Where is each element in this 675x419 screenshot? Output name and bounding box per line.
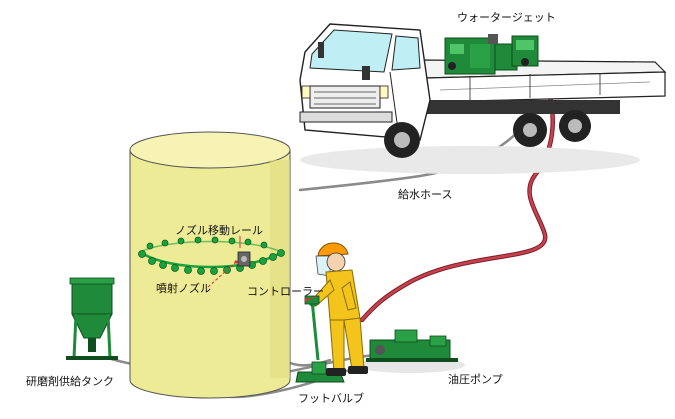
label-nozzle-rail: ノズル移動レール <box>175 224 263 237</box>
label-foot-valve: フットバルブ <box>298 392 364 405</box>
red-high-pressure-hose <box>359 67 555 323</box>
cylindrical-tank <box>129 131 291 399</box>
leader-lines <box>207 236 317 301</box>
label-abrasive-tank: 研磨剤供給タンク <box>26 375 114 388</box>
abrasive-supply-tank <box>66 277 118 360</box>
spray-nozzle <box>237 251 251 267</box>
label-hydraulic-pump: 油圧ポンプ <box>448 373 503 386</box>
label-water-jet: ウォータージェット <box>457 11 556 24</box>
label-controller: コントローラー <box>247 285 324 298</box>
leader-dots <box>234 260 308 302</box>
truck <box>299 23 667 174</box>
hydraulic-pump <box>355 329 465 373</box>
label-water-hose: 給水ホース <box>398 188 453 201</box>
label-spray-nozzle: 噴射ノズル <box>156 282 211 295</box>
